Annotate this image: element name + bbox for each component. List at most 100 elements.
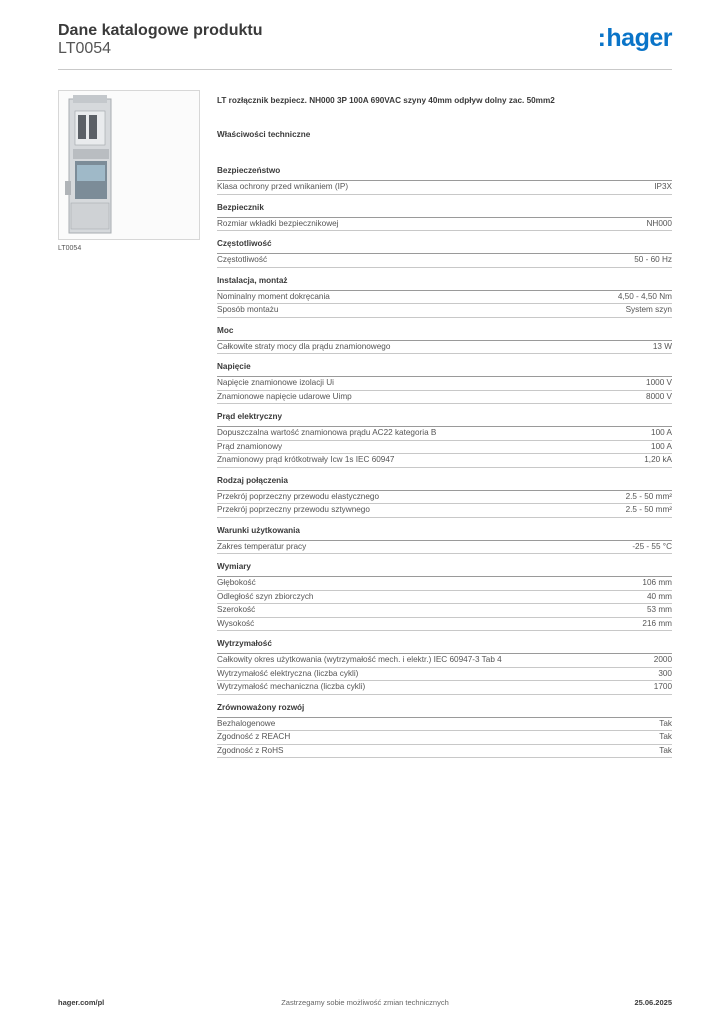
property-group-title: Rodzaj połączenia bbox=[217, 468, 672, 491]
property-row: Przekrój poprzeczny przewodu sztywnego 2.… bbox=[217, 504, 672, 518]
property-row: Zgodność z RoHS Tak bbox=[217, 745, 672, 758]
property-row: Nominalny moment dokręcania 4,50 - 4,50 N… bbox=[217, 291, 672, 304]
property-row: Znamionowe napięcie udarowe Uimp 8000 V bbox=[217, 391, 672, 404]
property-value: 1000 V bbox=[646, 378, 672, 387]
property-row: Wytrzymałość elektryczna (liczba cykli) 3… bbox=[217, 668, 672, 681]
property-group-title: Bezpiecznik bbox=[217, 195, 672, 218]
property-row: Całkowity okres użytkowania (wytrzymałoś… bbox=[217, 654, 672, 668]
property-row: Odległość szyn zbiorczych 40 mm bbox=[217, 591, 672, 604]
header-divider bbox=[58, 69, 672, 70]
property-value: Tak bbox=[659, 732, 672, 741]
property-label: Całkowite straty mocy dla prądu znamiono… bbox=[217, 341, 391, 351]
property-row: Wytrzymałość mechaniczna (liczba cykli) 1… bbox=[217, 681, 672, 695]
property-row: Całkowite straty mocy dla prądu znamiono… bbox=[217, 341, 672, 354]
property-group-title: Wytrzymałość bbox=[217, 631, 672, 654]
property-row: Sposób montażu System szyn bbox=[217, 304, 672, 318]
property-label: Klasa ochrony przed wnikaniem (IP) bbox=[217, 182, 349, 191]
property-value: 53 mm bbox=[646, 605, 672, 614]
logo-prefix: : bbox=[597, 24, 606, 52]
property-group-title: Częstotliwość bbox=[217, 231, 672, 254]
property-value: NH000 bbox=[646, 218, 673, 228]
property-row: Wysokość 216 mm bbox=[217, 618, 672, 631]
property-value: 100 A bbox=[651, 441, 672, 451]
property-label: Napięcie znamionowe izolacji Ui bbox=[217, 378, 334, 387]
property-label: Szerokość bbox=[217, 605, 256, 614]
property-label: Dopuszczalna wartość znamionowa prądu AC… bbox=[217, 428, 437, 437]
property-value: 300 bbox=[658, 668, 672, 678]
property-row: Głębokość 106 mm bbox=[217, 577, 672, 591]
product-image bbox=[58, 90, 200, 240]
property-value: System szyn bbox=[625, 305, 672, 314]
image-caption: LT0054 bbox=[58, 245, 82, 252]
property-row: Bezhalogenowe Tak bbox=[217, 718, 672, 731]
property-row: Zakres temperatur pracy -25 - 55 °C bbox=[217, 541, 672, 554]
fuse-switch-illustration bbox=[65, 95, 112, 234]
property-label: Odległość szyn zbiorczych bbox=[217, 591, 314, 601]
property-label: Sposób montażu bbox=[217, 305, 279, 314]
property-row: Rozmiar wkładki bezpiecznikowej NH000 bbox=[217, 218, 673, 231]
property-group-title: Prąd elektryczny bbox=[217, 404, 672, 427]
property-row: Klasa ochrony przed wnikaniem (IP) IP3X bbox=[217, 181, 672, 195]
document-title: Dane katalogowe produktu bbox=[58, 22, 263, 39]
property-value: 8000 V bbox=[646, 391, 672, 401]
property-value: 50 - 60 Hz bbox=[634, 255, 672, 264]
page-header: Dane katalogowe produktu LT0054 :hager bbox=[58, 22, 672, 72]
property-value: -25 - 55 °C bbox=[632, 541, 672, 551]
property-row: Znamionowy prąd krótkotrwały Icw 1s IEC … bbox=[217, 454, 672, 468]
product-description: LT rozłącznik bezpiecz. NH000 3P 100A 69… bbox=[217, 96, 555, 105]
property-value: 100 A bbox=[651, 428, 672, 437]
property-value: 1,20 kA bbox=[644, 455, 672, 464]
technical-properties-title: Właściwości techniczne bbox=[217, 130, 311, 139]
property-row: Zgodność z REACH Tak bbox=[217, 731, 672, 745]
footer-date: 25.06.2025 bbox=[634, 998, 672, 1007]
property-label: Głębokość bbox=[217, 578, 256, 587]
property-group-title: Wymiary bbox=[217, 554, 672, 577]
footer-website: hager.com/pl bbox=[58, 998, 105, 1007]
property-value: 1700 bbox=[653, 682, 672, 691]
property-label: Zgodność z REACH bbox=[217, 732, 291, 741]
property-label: Prąd znamionowy bbox=[217, 441, 283, 451]
property-group-title: Instalacja, montaż bbox=[217, 268, 672, 291]
property-group-title: Warunki użytkowania bbox=[217, 518, 672, 541]
property-label: Wytrzymałość elektryczna (liczba cykli) bbox=[217, 668, 359, 678]
property-label: Zgodność z RoHS bbox=[217, 745, 284, 755]
property-label: Wytrzymałość mechaniczna (liczba cykli) bbox=[217, 682, 366, 691]
property-label: Częstotliwość bbox=[217, 255, 268, 264]
property-value: 2.5 - 50 mm² bbox=[625, 505, 672, 514]
property-label: Bezhalogenowe bbox=[217, 718, 276, 728]
property-value: 216 mm bbox=[642, 618, 672, 628]
property-group-title: Zrównoważony rozwój bbox=[217, 695, 672, 718]
product-code: LT0054 bbox=[58, 40, 112, 57]
property-value: Tak bbox=[659, 718, 672, 728]
property-row: Prąd znamionowy 100 A bbox=[217, 441, 672, 454]
property-value: 4,50 - 4,50 Nm bbox=[617, 291, 672, 301]
property-label: Zakres temperatur pracy bbox=[217, 541, 307, 551]
property-value: 40 mm bbox=[646, 591, 672, 601]
property-label: Znamionowy prąd krótkotrwały Icw 1s IEC … bbox=[217, 455, 395, 464]
property-row: Częstotliwość 50 - 60 Hz bbox=[217, 254, 672, 268]
product-details: LT rozłącznik bezpiecz. NH000 3P 100A 69… bbox=[217, 96, 672, 758]
property-label: Nominalny moment dokręcania bbox=[217, 291, 330, 301]
property-group-title: Bezpieczeństwo bbox=[217, 158, 672, 181]
property-value: 106 mm bbox=[642, 578, 672, 587]
property-value: 2000 bbox=[653, 655, 672, 664]
property-label: Wysokość bbox=[217, 618, 255, 628]
property-value: Tak bbox=[659, 745, 672, 755]
property-label: Rozmiar wkładki bezpiecznikowej bbox=[217, 218, 339, 228]
property-row: Przekrój poprzeczny przewodu elastyczneg… bbox=[217, 491, 672, 504]
property-value: 2.5 - 50 mm² bbox=[625, 491, 672, 501]
hager-logo: :hager bbox=[597, 24, 673, 53]
property-row: Dopuszczalna wartość znamionowa prądu AC… bbox=[217, 427, 672, 441]
property-label: Przekrój poprzeczny przewodu sztywnego bbox=[217, 505, 370, 514]
property-label: Przekrój poprzeczny przewodu elastyczneg… bbox=[217, 491, 380, 501]
property-value: 13 W bbox=[652, 341, 672, 351]
footer-notice: Zastrzegamy sobie możliwość zmian techni… bbox=[281, 998, 449, 1007]
property-label: Całkowity okres użytkowania (wytrzymałoś… bbox=[217, 655, 502, 664]
property-row: Szerokość 53 mm bbox=[217, 604, 672, 618]
property-group-title: Moc bbox=[217, 318, 672, 341]
logo-text: hager bbox=[606, 24, 672, 52]
property-label: Znamionowe napięcie udarowe Uimp bbox=[217, 391, 352, 401]
property-group-title: Napięcie bbox=[217, 354, 672, 377]
property-value: IP3X bbox=[654, 182, 672, 191]
